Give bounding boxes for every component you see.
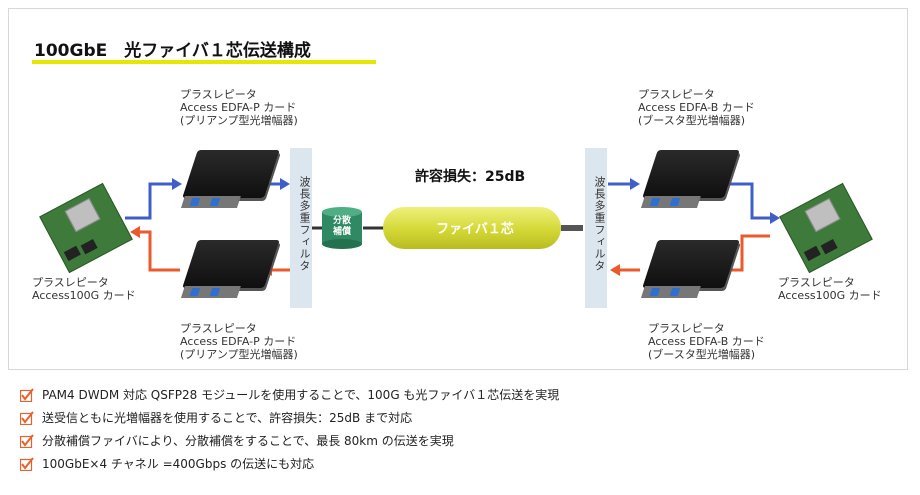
left-lower-orange-arrow	[135, 230, 180, 272]
list-item: 送受信ともに光増幅器を使用することで、許容損失：25dB まで対応	[20, 407, 559, 428]
title-underline	[32, 60, 376, 64]
diagram-title: 100GbE 光ファイバ１芯伝送構成	[34, 41, 311, 61]
qsfp-port	[80, 239, 98, 255]
list-item-text: 100GbE×4 チャネル =400Gbps の伝送にも対応	[42, 457, 315, 471]
right-wdm-filter	[585, 148, 607, 308]
list-item: 100GbE×4 チャネル =400Gbps の伝送にも対応	[20, 453, 559, 474]
tr-to-card-blue-arrow	[722, 182, 770, 220]
wdm-to-tr-blue-arrowhead	[630, 178, 640, 190]
left-upper-blue-arrow	[125, 182, 172, 220]
left-wdm-label: 波長多重フィルタ	[298, 176, 311, 272]
left-wdm-filter	[290, 148, 312, 308]
fiber-label: ファイバ１芯	[436, 222, 514, 237]
list-item-text: 分散補償ファイバにより、分散補償をすることで、最長 80km の伝送を実現	[42, 434, 454, 448]
card-to-br-orange-arrow	[728, 234, 770, 272]
tl-edfa-p-module	[180, 150, 280, 208]
qsfp-port	[820, 239, 838, 255]
qsfp-port	[63, 245, 81, 262]
checkbox-check-icon	[20, 387, 34, 402]
br-edfa-b-module	[640, 240, 740, 298]
tr-edfa-b-module	[640, 150, 740, 208]
tr-to-card-blue-arrowhead	[770, 212, 780, 224]
card-heatsink	[64, 197, 101, 233]
card-heatsink	[804, 197, 841, 233]
feature-list: PAM4 DWDM 対応 QSFP28 モジュールを使用することで、100G も…	[20, 384, 559, 476]
list-item-text: PAM4 DWDM 対応 QSFP28 モジュールを使用することで、100G も…	[42, 388, 560, 402]
list-item: 分散補償ファイバにより、分散補償をすることで、最長 80km の伝送を実現	[20, 430, 559, 451]
tl-to-wdm-blue-arrowhead	[280, 178, 290, 190]
dispersion-label: 分散補償	[332, 216, 351, 237]
list-item-text: 送受信ともに光増幅器を使用することで、許容損失：25dB まで対応	[42, 411, 413, 425]
right-wdm-label: 波長多重フィルタ	[593, 176, 606, 272]
allowed-loss-label: 許容損失：25dB	[415, 169, 526, 185]
qsfp-port	[803, 245, 821, 262]
checkbox-check-icon	[20, 433, 34, 448]
left-upper-blue-arrowhead	[172, 178, 182, 190]
bl-edfa-p-module	[180, 240, 280, 298]
diagram-frame	[8, 8, 908, 370]
left-lower-orange-arrowhead	[130, 226, 140, 238]
br-to-wdm-orange-arrowhead	[610, 264, 620, 276]
checkbox-check-icon	[20, 410, 34, 425]
dispersion-compensation-drum	[322, 207, 362, 249]
list-item: PAM4 DWDM 対応 QSFP28 モジュールを使用することで、100G も…	[20, 384, 559, 405]
checkbox-check-icon	[20, 456, 34, 471]
single-fiber-tube	[383, 207, 561, 249]
